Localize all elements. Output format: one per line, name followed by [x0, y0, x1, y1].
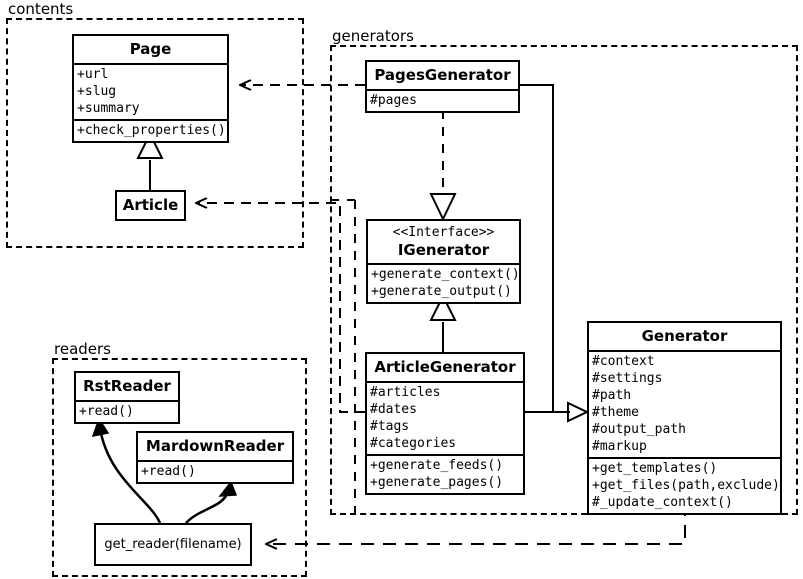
- method-row: +get_templates(): [592, 461, 718, 476]
- method-row: +read(): [79, 404, 134, 419]
- attribute-row: #theme: [592, 405, 639, 420]
- attribute-row: #articles: [370, 385, 441, 400]
- class-name-generator: Generator: [641, 327, 728, 345]
- method-row: +read(): [141, 464, 196, 479]
- class-name-mardownreader: MardownReader: [145, 437, 285, 455]
- class-name-article: Article: [122, 196, 179, 214]
- class-box-generator[interactable]: Generator #context #settings #path #them…: [587, 321, 782, 515]
- package-label-contents: contents: [6, 0, 76, 18]
- package-frame-readers: [52, 358, 307, 577]
- class-attributes-generator: #context #settings #path #theme #output_…: [589, 350, 780, 457]
- function-box-get-reader[interactable]: get_reader(filename): [94, 523, 252, 566]
- class-methods-mardownreader: +read(): [138, 460, 292, 482]
- class-box-pagesgenerator[interactable]: PagesGenerator #pages: [365, 60, 520, 113]
- package-label-generators: generators: [330, 27, 416, 45]
- method-row: +get_files(path,exclude): [592, 478, 780, 493]
- class-stereotype-igenerator: <<Interface>>: [392, 225, 495, 240]
- class-methods-page: +check_properties(): [74, 119, 227, 141]
- package-label-readers: readers: [52, 340, 113, 358]
- class-box-articlegenerator[interactable]: ArticleGenerator #articles #dates #tags …: [365, 352, 525, 495]
- method-row: +generate_feeds(): [370, 458, 504, 473]
- class-box-mardownreader[interactable]: MardownReader +read(): [136, 431, 294, 484]
- attribute-row: +slug: [77, 84, 117, 99]
- attribute-row: #categories: [370, 436, 457, 451]
- class-box-igenerator[interactable]: <<Interface>> IGenerator +generate_conte…: [366, 219, 521, 304]
- attribute-row: #markup: [592, 439, 647, 454]
- method-row: +generate_output(): [371, 284, 512, 299]
- class-name-page: Page: [129, 40, 172, 58]
- attribute-row: #pages: [370, 93, 417, 108]
- attribute-row: #output_path: [592, 422, 686, 437]
- class-methods-generator: +get_templates() +get_files(path,exclude…: [589, 457, 780, 513]
- class-attributes-articlegenerator: #articles #dates #tags #categories: [367, 381, 523, 454]
- method-row: #_update_context(): [592, 495, 733, 510]
- class-name-rstreader: RstReader: [83, 377, 171, 395]
- class-name-pagesgenerator: PagesGenerator: [374, 66, 511, 84]
- method-row: +generate_pages(): [370, 475, 504, 490]
- class-methods-rstreader: +read(): [76, 400, 178, 422]
- function-label-get-reader: get_reader(filename): [104, 537, 242, 552]
- method-row: +generate_context(): [371, 267, 520, 282]
- class-methods-articlegenerator: +generate_feeds() +generate_pages(): [367, 454, 523, 493]
- attribute-row: #tags: [370, 419, 410, 434]
- class-name-igenerator: <<Interface>> IGenerator: [368, 221, 519, 263]
- class-box-page[interactable]: Page +url +slug +summary +check_properti…: [72, 34, 229, 143]
- class-box-article[interactable]: Article: [115, 190, 186, 221]
- class-methods-igenerator: +generate_context() +generate_output(): [368, 263, 520, 302]
- attribute-row: #settings: [592, 371, 663, 386]
- method-row: +check_properties(): [77, 123, 226, 138]
- class-name-articlegenerator: ArticleGenerator: [374, 358, 516, 376]
- class-name-label-igenerator: IGenerator: [397, 241, 490, 259]
- attribute-row: +url: [77, 67, 109, 82]
- class-attributes-pagesgenerator: #pages: [367, 89, 518, 111]
- attribute-row: #path: [592, 388, 632, 403]
- attribute-row: #context: [592, 354, 655, 369]
- attribute-row: +summary: [77, 101, 140, 116]
- attribute-row: #dates: [370, 402, 417, 417]
- class-box-rstreader[interactable]: RstReader +read(): [74, 371, 180, 424]
- package-frame-contents: [6, 18, 304, 248]
- class-attributes-page: +url +slug +summary: [74, 63, 227, 119]
